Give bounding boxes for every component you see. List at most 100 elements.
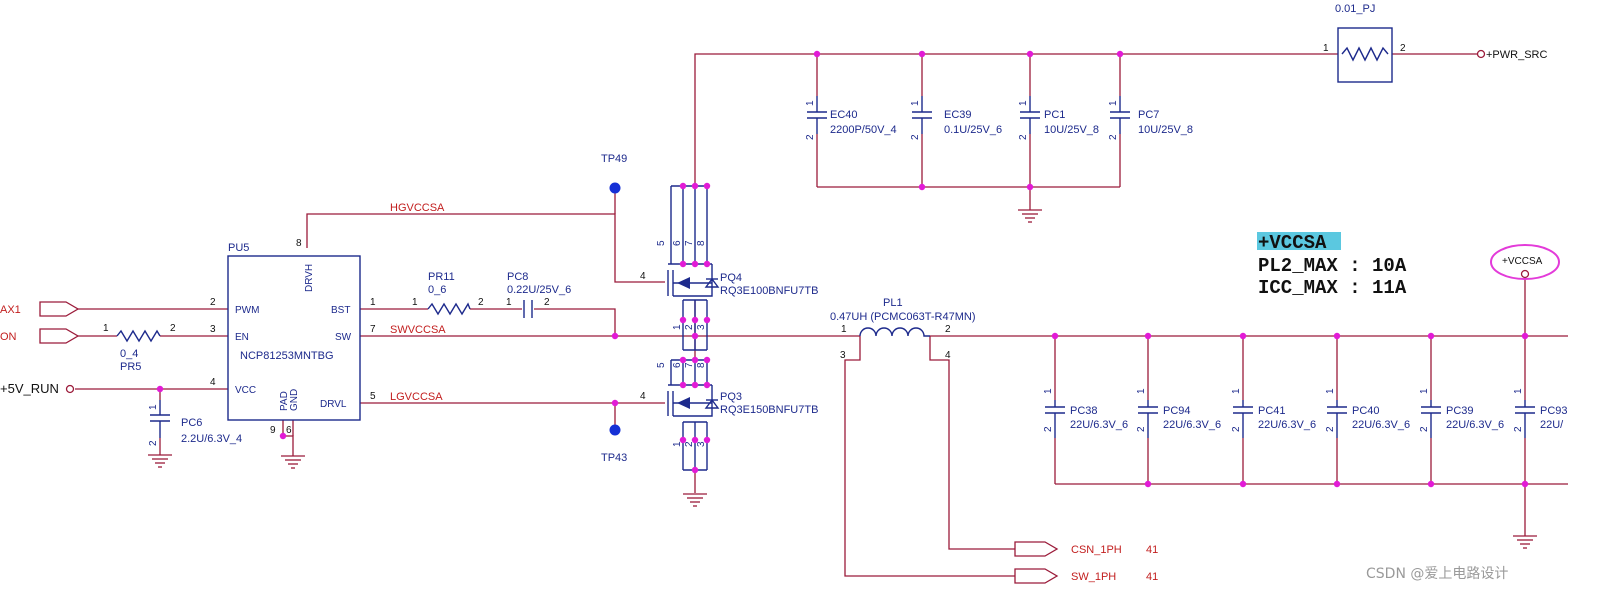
- vccsa-output-callout: +VCCSA: [1490, 244, 1560, 280]
- svg-text:2: 2: [1043, 426, 1054, 432]
- pr5-value: 0_4: [120, 348, 138, 360]
- capacitor-pc8: 1 2 PC8 0.22U/25V_6: [506, 271, 571, 318]
- pin-pwm-num: 2: [210, 297, 216, 308]
- pin-drvl-num: 5: [370, 391, 376, 402]
- pin-sw-num: 7: [370, 324, 376, 335]
- testpoint-tp43: TP43: [601, 424, 627, 464]
- svg-text:PC39: PC39: [1446, 405, 1474, 417]
- svg-text:2: 2: [1108, 134, 1119, 140]
- svg-text:4: 4: [640, 271, 646, 282]
- svg-text:1: 1: [1419, 388, 1430, 394]
- junction-dots: [156, 50, 1529, 488]
- svg-text:2: 2: [1325, 426, 1336, 432]
- pq3-part: RQ3E150BNFU7TB: [720, 404, 818, 416]
- testpoint-tp49: TP49: [601, 153, 627, 194]
- ground-icon: [1513, 535, 1537, 549]
- sense-ports: CSN_1PH SW_1PH 41 41: [1014, 541, 1158, 584]
- pin-bst-name: BST: [331, 305, 350, 316]
- svg-text:2: 2: [1018, 134, 1029, 140]
- pq4-part: RQ3E100BNFU7TB: [720, 285, 818, 297]
- svg-text:1: 1: [672, 441, 683, 447]
- svg-text:EC40: EC40: [830, 109, 858, 121]
- svg-text:PC38: PC38: [1070, 405, 1098, 417]
- svg-text:TP43: TP43: [601, 452, 627, 464]
- pin-pwm-name: PWM: [235, 305, 259, 316]
- svg-text:2200P/50V_4: 2200P/50V_4: [830, 124, 897, 136]
- svg-text:0.1U/25V_6: 0.1U/25V_6: [944, 124, 1002, 136]
- ic-part: NCP81253MNTBG: [240, 350, 334, 362]
- net-sw: SWVCCSA: [390, 324, 446, 336]
- svg-text:1: 1: [412, 297, 418, 308]
- svg-text:6: 6: [672, 240, 683, 246]
- pin-vcc-name: VCC: [235, 385, 256, 396]
- pin-pad-num: 9: [270, 425, 276, 436]
- pr11-value: 0_6: [428, 284, 446, 296]
- capacitor-ec39: 1 2 EC39 0.1U/25V_6: [910, 96, 1002, 140]
- svg-text:TP49: TP49: [601, 153, 627, 165]
- pin-en-num: 3: [210, 324, 216, 335]
- svg-text:1: 1: [1136, 388, 1147, 394]
- ic-ref: PU5: [228, 242, 249, 254]
- svg-text:7: 7: [684, 362, 695, 368]
- pl1-value: 0.47UH (PCMC063T-R47MN): [830, 311, 975, 323]
- port-pwm: [39, 301, 80, 317]
- svg-text:2: 2: [1136, 426, 1147, 432]
- pq3-ref: PQ3: [720, 391, 742, 403]
- ground-icon: [148, 454, 172, 468]
- pin-drvl-name: DRVL: [320, 399, 347, 410]
- svg-text:2: 2: [910, 134, 921, 140]
- pr11-ref: PR11: [428, 271, 455, 283]
- net-csn: CSN_1PH: [1071, 544, 1122, 556]
- capacitor-pc94: 1 2 PC94 22U/6.3V_6: [1136, 388, 1221, 438]
- inductor-pl1: PL1 0.47UH (PCMC063T-R47MN) 1 2 3 4: [830, 297, 975, 361]
- svg-text:1: 1: [148, 404, 159, 410]
- capacitor-pc1: 1 2 PC1 10U/25V_8: [1018, 96, 1099, 140]
- svg-text:8: 8: [696, 362, 707, 368]
- pin-drvh-name: DRVH: [304, 264, 315, 292]
- pwr-src-connector-icon: [1476, 49, 1486, 59]
- capacitor-pc39: 1 2 PC39 22U/6.3V_6: [1419, 388, 1504, 438]
- svg-text:PC94: PC94: [1163, 405, 1191, 417]
- pin-drvh-num: 8: [296, 238, 302, 249]
- svg-text:1: 1: [910, 100, 921, 106]
- svg-text:7: 7: [684, 240, 695, 246]
- pin-pad-name: PAD: [279, 391, 290, 411]
- svg-text:2: 2: [1400, 43, 1406, 54]
- svg-text:3: 3: [696, 324, 707, 330]
- svg-text:2: 2: [170, 323, 176, 334]
- svg-text:1: 1: [841, 324, 847, 335]
- svg-text:10U/25V_8: 10U/25V_8: [1138, 124, 1193, 136]
- net-hg: HGVCCSA: [390, 202, 445, 214]
- spec-line-2: ICC_MAX : 11A: [1258, 277, 1407, 299]
- capacitor-pc7: 1 2 PC7 10U/25V_8: [1108, 96, 1193, 140]
- spec-annotation: +VCCSA PL2_MAX : 10A ICC_MAX : 11A: [1257, 232, 1407, 299]
- ground-symbols: [148, 209, 1537, 549]
- vccsa-connector-icon: [1520, 269, 1530, 279]
- pc8-value: 0.22U/25V_6: [507, 284, 571, 296]
- svg-text:2: 2: [684, 324, 695, 330]
- svg-text:2: 2: [1513, 426, 1524, 432]
- ground-icon: [683, 493, 707, 507]
- svg-text:2: 2: [805, 134, 816, 140]
- svg-text:1: 1: [672, 324, 683, 330]
- svg-text:1: 1: [1513, 388, 1524, 394]
- testpoint-icon: [609, 182, 621, 194]
- svg-text:22U/6.3V_6: 22U/6.3V_6: [1258, 419, 1316, 431]
- net-csn-page: 41: [1146, 544, 1158, 556]
- net-pwm-partial: AX1: [0, 304, 21, 316]
- pc6-value: 2.2U/6.3V_4: [181, 433, 242, 445]
- port-sw1: [1014, 568, 1059, 584]
- svg-text:1: 1: [1108, 100, 1119, 106]
- svg-text:1: 1: [506, 297, 512, 308]
- svg-text:2: 2: [544, 297, 550, 308]
- svg-text:10U/25V_8: 10U/25V_8: [1044, 124, 1099, 136]
- port-en: [39, 328, 80, 344]
- callout-ellipse: [1490, 244, 1560, 280]
- net-vcc: +5V_RUN: [0, 381, 59, 396]
- capacitor-pc38: 1 2 PC38 22U/6.3V_6: [1043, 388, 1128, 438]
- pin-gnd-name: GND: [289, 389, 300, 411]
- pin-sw-name: SW: [335, 332, 352, 343]
- pin-bst-num: 1: [370, 297, 376, 308]
- svg-text:EC39: EC39: [944, 109, 972, 121]
